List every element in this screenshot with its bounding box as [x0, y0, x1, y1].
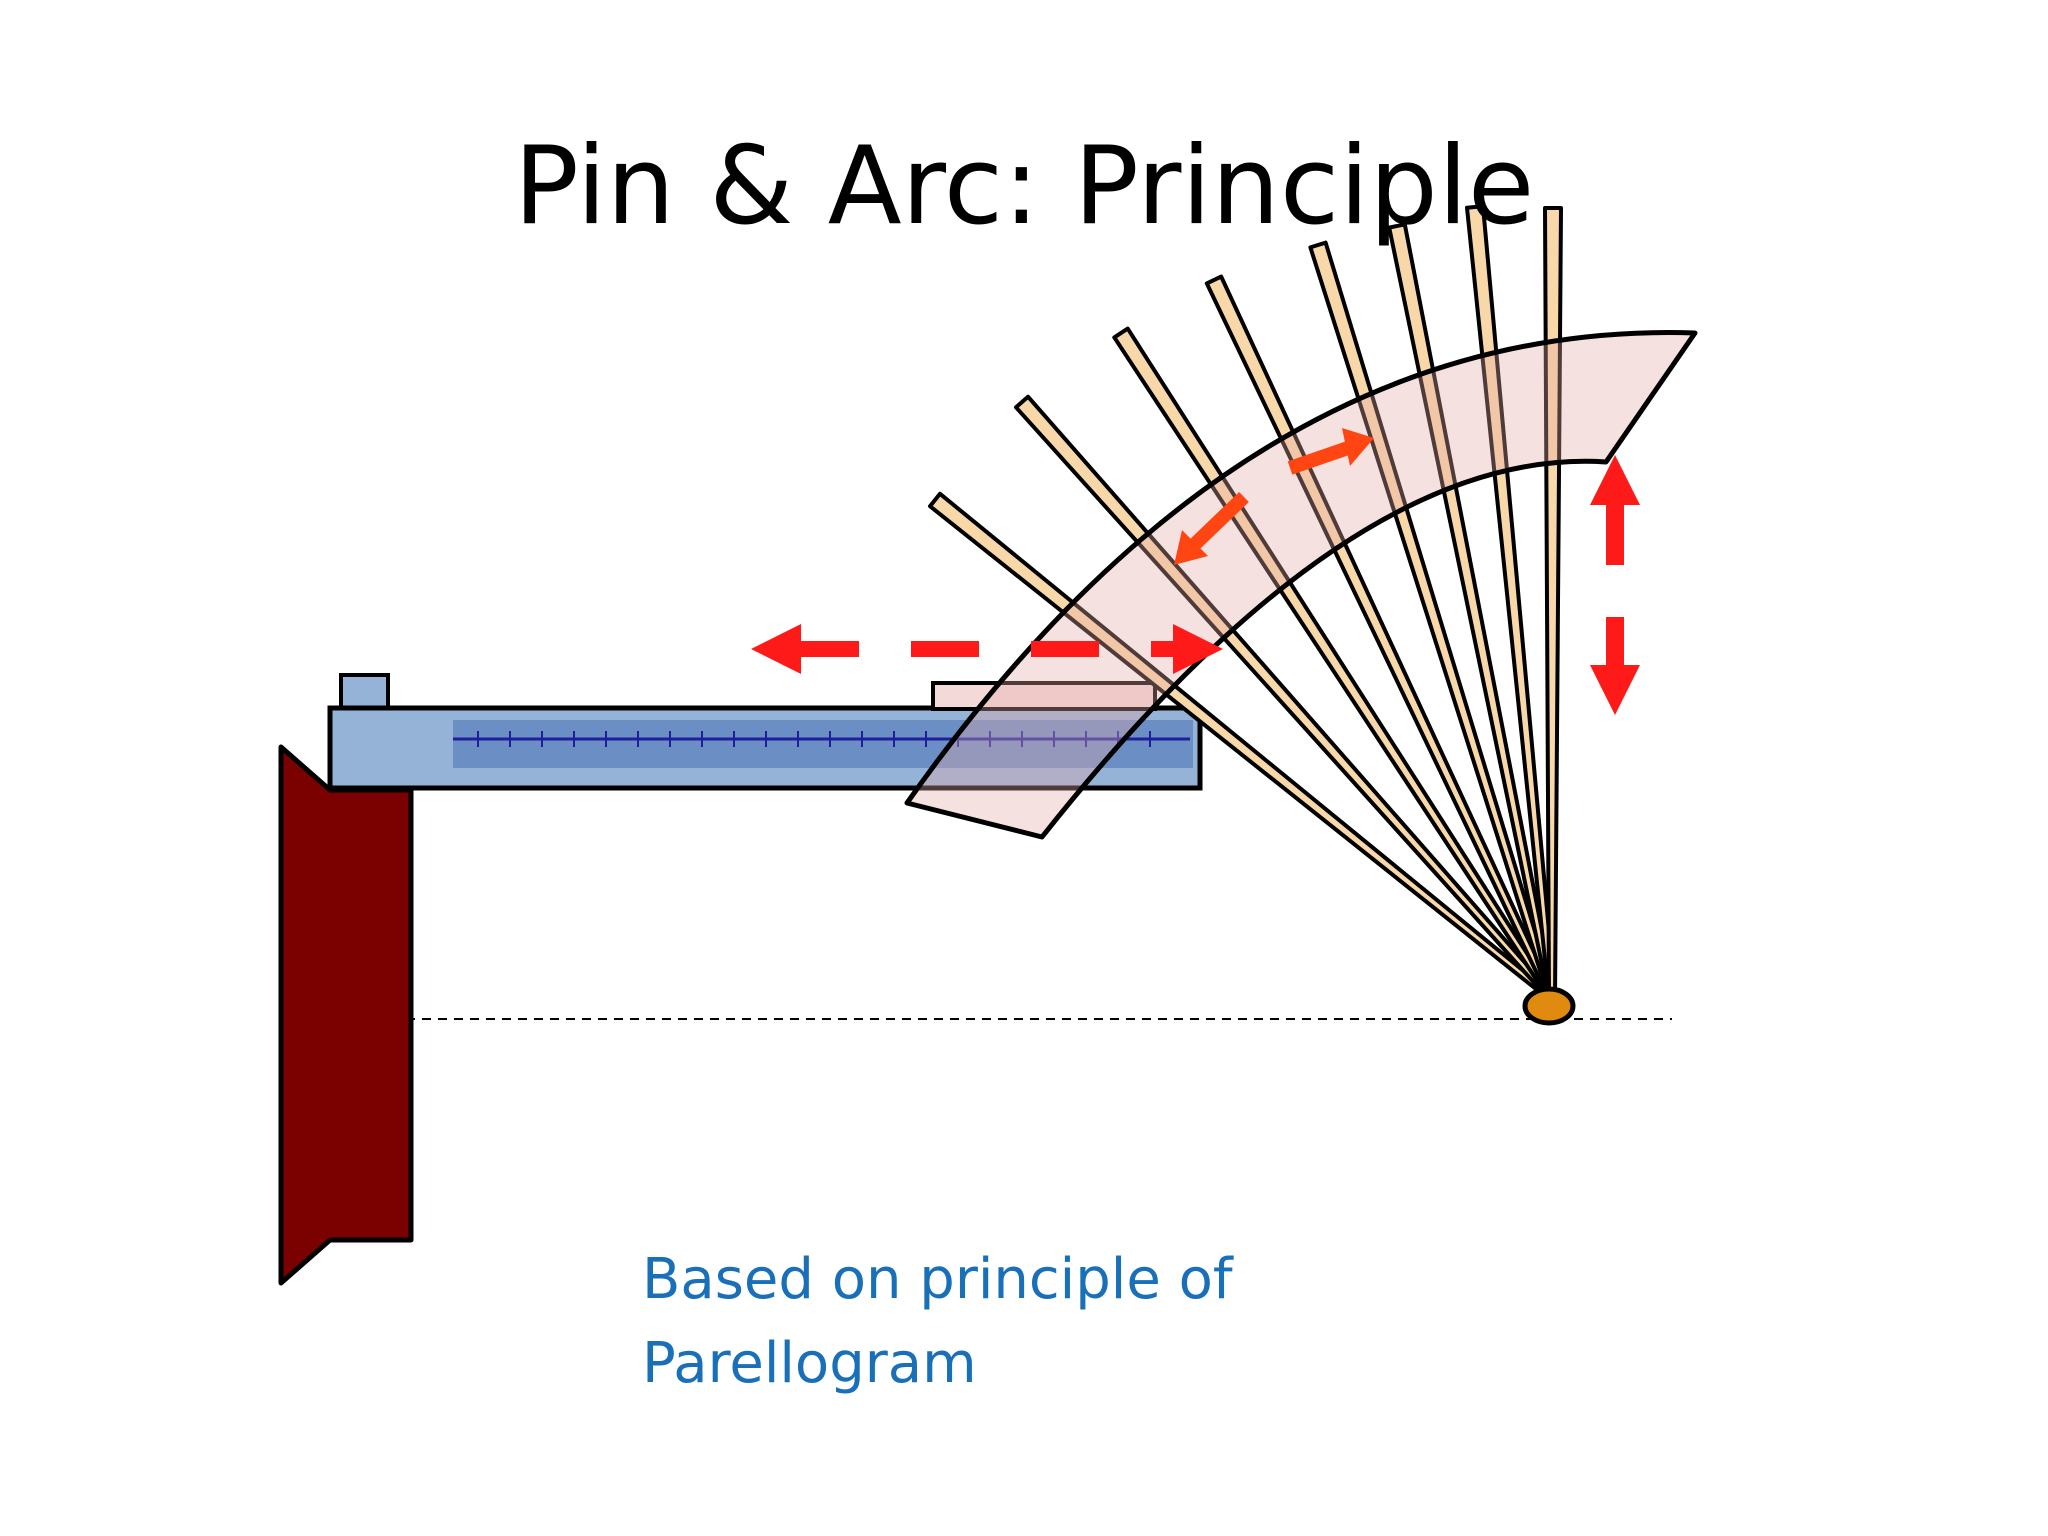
- scale-track: [453, 720, 1193, 768]
- arc-double-arrow-upper-icon: [1287, 428, 1374, 475]
- scale-ticks: [477, 731, 1151, 747]
- slide-caption: Based on principle of Parellogram: [642, 1238, 1342, 1406]
- pin-pivot: [1522, 986, 1576, 1026]
- vertical-double-arrow-icon: [1590, 455, 1640, 715]
- slide-title: Pin & Arc: Principle: [513, 124, 1535, 249]
- caption-line-1: Based on principle of: [642, 1247, 1233, 1312]
- pins-fan: [928, 204, 1563, 1003]
- horizontal-double-arrow-icon: [751, 624, 1223, 674]
- arm-knob: [339, 673, 390, 711]
- arc-band: [904, 330, 1698, 840]
- arc-double-arrow-lower-icon: [1174, 491, 1249, 565]
- vertical-stand: [278, 744, 414, 1286]
- caption-line-2: Parellogram: [642, 1331, 977, 1396]
- arm-slider: [931, 681, 1157, 711]
- pin: [1543, 206, 1563, 1000]
